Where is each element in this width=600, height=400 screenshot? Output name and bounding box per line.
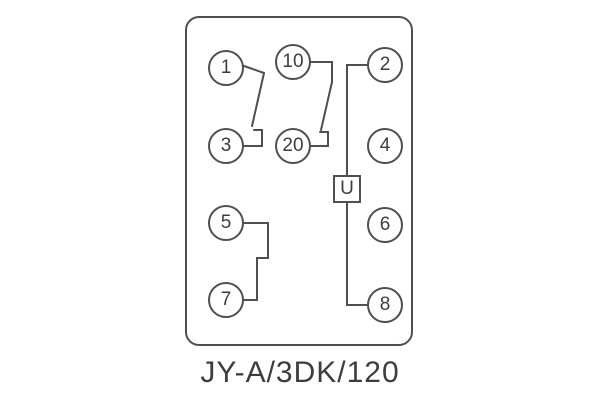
terminal-1: 1: [208, 50, 244, 86]
terminal-5-label: 5: [220, 212, 232, 233]
terminal-20: 20: [275, 128, 311, 164]
terminal-4-label: 4: [379, 135, 391, 156]
terminal-8: 8: [367, 287, 403, 323]
terminal-3-label: 3: [220, 135, 232, 156]
terminal-2-label: 2: [379, 54, 391, 75]
terminal-3: 3: [208, 128, 244, 164]
terminal-6-label: 6: [379, 214, 391, 235]
terminal-10-label: 10: [282, 51, 304, 72]
terminal-10: 10: [275, 44, 311, 80]
terminal-4: 4: [367, 128, 403, 164]
terminal-20-label: 20: [282, 135, 304, 156]
terminal-7-label: 7: [220, 289, 232, 310]
diagram-title: JY-A/3DK/120: [200, 356, 400, 389]
terminal-7: 7: [208, 282, 244, 318]
terminal-1-label: 1: [220, 57, 232, 78]
terminal-6: 6: [367, 207, 403, 243]
terminal-5: 5: [208, 205, 244, 241]
u-symbol: U: [333, 175, 361, 203]
terminal-2: 2: [367, 47, 403, 83]
u-symbol-label: U: [340, 178, 354, 199]
terminal-8-label: 8: [379, 294, 391, 315]
